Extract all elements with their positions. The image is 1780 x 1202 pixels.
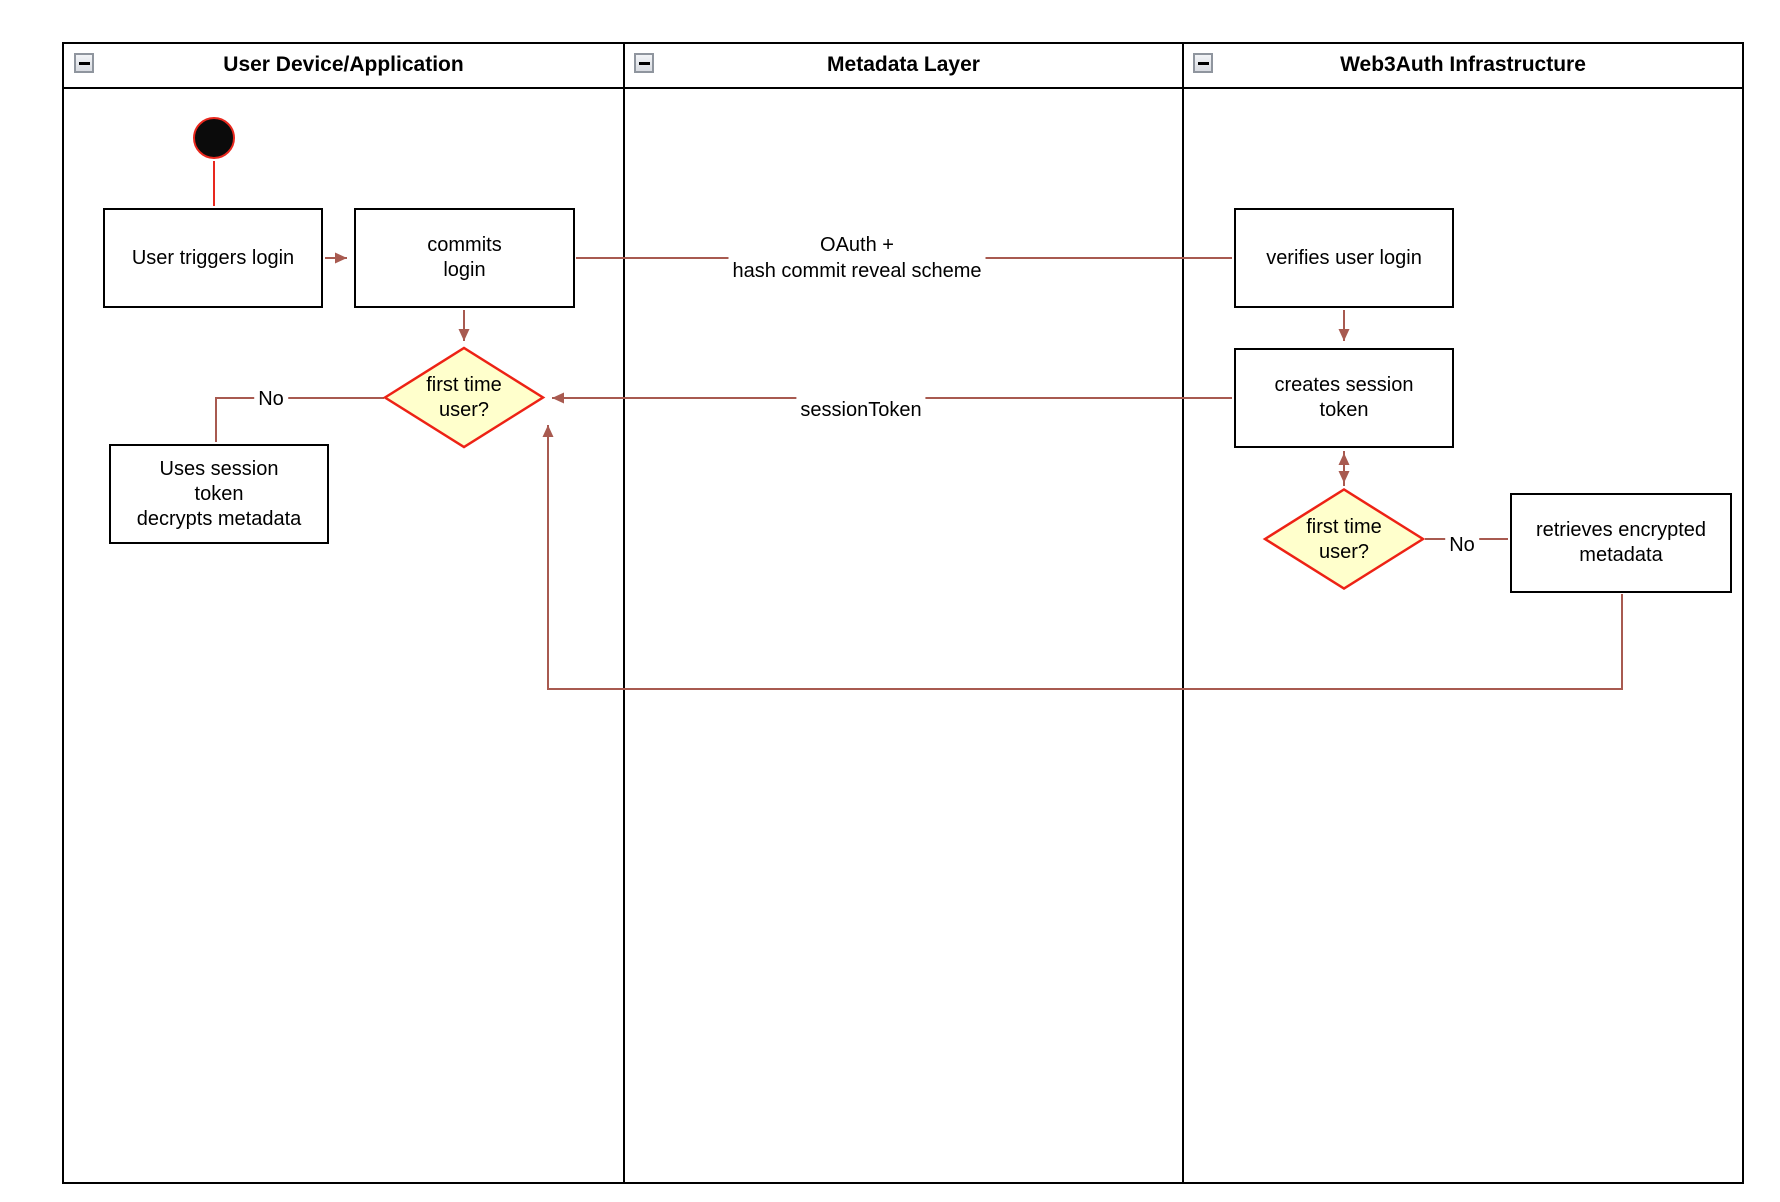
collapse-lane-icon[interactable] [74,53,94,73]
minus-icon [78,61,90,65]
decision-first-time-user-left [382,346,546,449]
minus-icon [1197,61,1209,65]
lane-title-user-device: User Device/Application [223,53,464,76]
start-state-icon [193,117,235,159]
lane-divider-1 [623,42,625,1184]
node-commits-login: commits login [354,208,575,308]
decision-label-left: first time user? [426,374,502,421]
node-creates-session-token: creates session token [1234,348,1454,448]
decision-first-time-user-right [1262,488,1426,590]
node-verifies-user-login: verifies user login [1234,208,1454,308]
edge-label-no-left: No [254,386,288,412]
lane-divider-2 [1182,42,1184,1184]
node-retrieves-encrypted-metadata: retrieves encrypted metadata [1510,493,1732,593]
collapse-lane-icon[interactable] [1193,53,1213,73]
decision-label-right: first time user? [1306,516,1382,563]
edge-metadata-loop [542,425,1623,690]
edge-label-oauth: OAuth + hash commit reveal scheme [728,232,986,284]
node-user-triggers-login: User triggers login [103,208,323,308]
collapse-lane-icon[interactable] [634,53,654,73]
header-divider [62,87,1744,89]
lane-title-web3auth: Web3Auth Infrastructure [1340,53,1586,76]
node-uses-session-token: Uses session token decrypts metadata [109,444,329,544]
edge-label-session-token: sessionToken [796,397,926,423]
edge-no-left [215,397,384,442]
minus-icon [638,61,650,65]
lane-title-metadata-layer: Metadata Layer [827,53,980,76]
edge-label-no-right: No [1445,532,1479,558]
